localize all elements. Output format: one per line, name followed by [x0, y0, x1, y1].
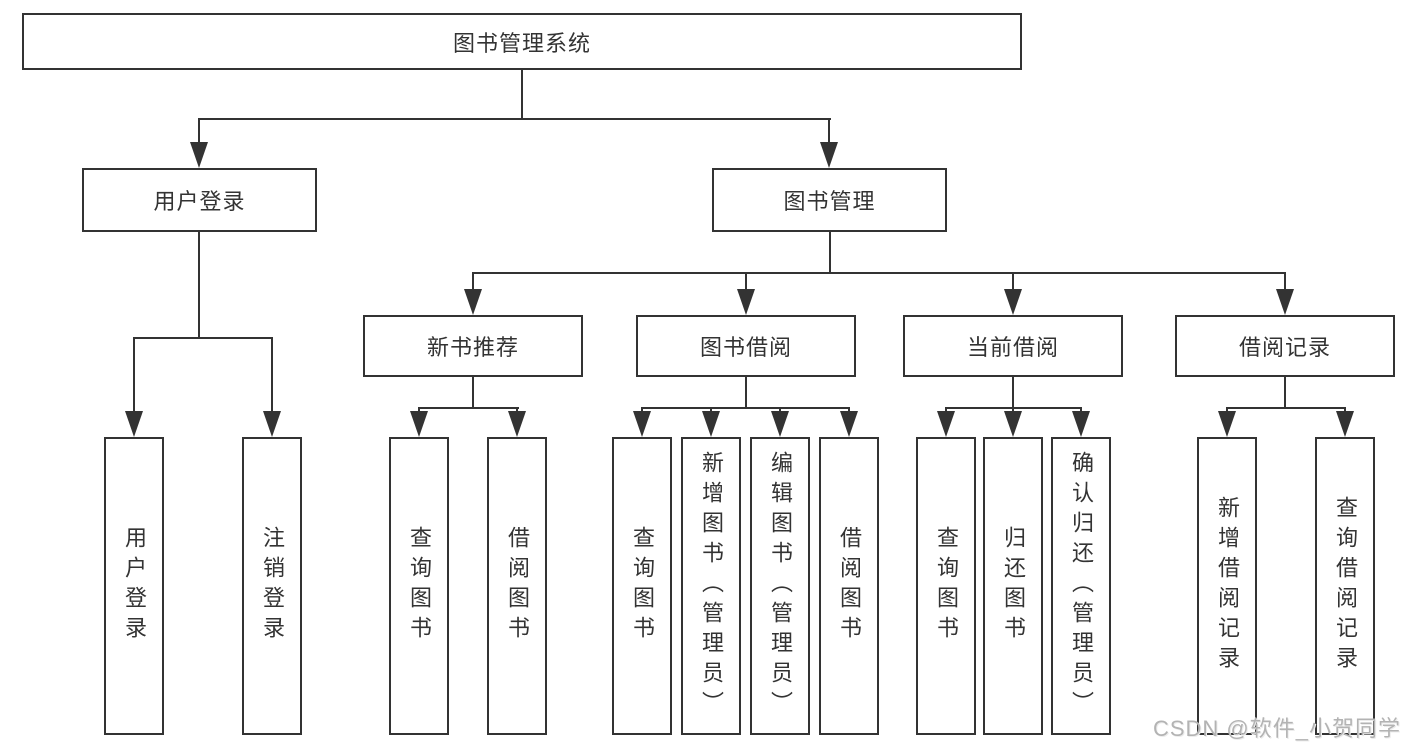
arrowhead-down-icon [840, 411, 858, 437]
leaf-add-book-admin: 新增图书（管理员） [681, 437, 741, 735]
connector-user-login-branch [133, 337, 273, 339]
arrowhead-down-icon [410, 411, 428, 437]
arrowhead-down-icon [1004, 411, 1022, 437]
node-borrow-record: 借阅记录 [1175, 315, 1395, 377]
connector-new-book-branch [418, 407, 519, 409]
node-current-borrow: 当前借阅 [903, 315, 1123, 377]
leaf-borrow-book-recommend: 借阅图书 [487, 437, 547, 735]
arrowhead-down-icon [464, 289, 482, 315]
connector-drop-leaf-logout [271, 337, 273, 413]
connector-borrow-record-branch [1226, 407, 1346, 409]
leaf-logout: 注销登录 [242, 437, 302, 735]
node-root: 图书管理系统 [22, 13, 1022, 70]
leaf-query-book-recommend: 查询图书 [389, 437, 449, 735]
connector-new-book-stem [472, 377, 474, 409]
connector-book-management-stem [829, 232, 831, 274]
connector-current-borrow-stem [1012, 377, 1014, 409]
connector-drop-new-book [472, 272, 474, 291]
connector-drop-borrow-record [1284, 272, 1286, 291]
leaf-query-book-borrow: 查询图书 [612, 437, 672, 735]
connector-drop-book-management [828, 118, 830, 144]
connector-drop-current-borrow [1012, 272, 1014, 291]
node-book-management: 图书管理 [712, 168, 947, 232]
arrowhead-down-icon [702, 411, 720, 437]
leaf-borrow-book: 借阅图书 [819, 437, 879, 735]
arrowhead-down-icon [937, 411, 955, 437]
leaf-query-borrow-record: 查询借阅记录 [1315, 437, 1375, 735]
connector-book-borrow-stem [745, 377, 747, 409]
leaf-return-book: 归还图书 [983, 437, 1043, 735]
leaf-query-book-current: 查询图书 [916, 437, 976, 735]
arrowhead-down-icon [1072, 411, 1090, 437]
leaf-edit-book-admin: 编辑图书（管理员） [750, 437, 810, 735]
node-user-login: 用户登录 [82, 168, 317, 232]
connector-drop-book-borrow [745, 272, 747, 291]
connector-drop-user-login [198, 118, 200, 144]
leaf-add-borrow-record: 新增借阅记录 [1197, 437, 1257, 735]
arrowhead-down-icon [1276, 289, 1294, 315]
arrowhead-down-icon [1218, 411, 1236, 437]
connector-borrow-record-stem [1284, 377, 1286, 409]
arrowhead-down-icon [820, 142, 838, 168]
arrowhead-down-icon [633, 411, 651, 437]
arrowhead-down-icon [1336, 411, 1354, 437]
node-new-book-recommend: 新书推荐 [363, 315, 583, 377]
leaf-confirm-return-admin: 确认归还（管理员） [1051, 437, 1111, 735]
arrowhead-down-icon [125, 411, 143, 437]
connector-book-management-branch [472, 272, 1286, 274]
connector-root-branch [198, 118, 831, 120]
arrowhead-down-icon [263, 411, 281, 437]
connector-root-stem [521, 70, 523, 120]
leaf-user-login: 用户登录 [104, 437, 164, 735]
watermark-csdn: CSDN @软件_小贺同学 [1152, 716, 1401, 741]
connector-user-login-stem [198, 232, 200, 339]
arrowhead-down-icon [190, 142, 208, 168]
connector-drop-leaf-user-login [133, 337, 135, 413]
node-book-borrow: 图书借阅 [636, 315, 856, 377]
arrowhead-down-icon [771, 411, 789, 437]
arrowhead-down-icon [1004, 289, 1022, 315]
arrowhead-down-icon [737, 289, 755, 315]
connector-book-borrow-branch [641, 407, 850, 409]
arrowhead-down-icon [508, 411, 526, 437]
